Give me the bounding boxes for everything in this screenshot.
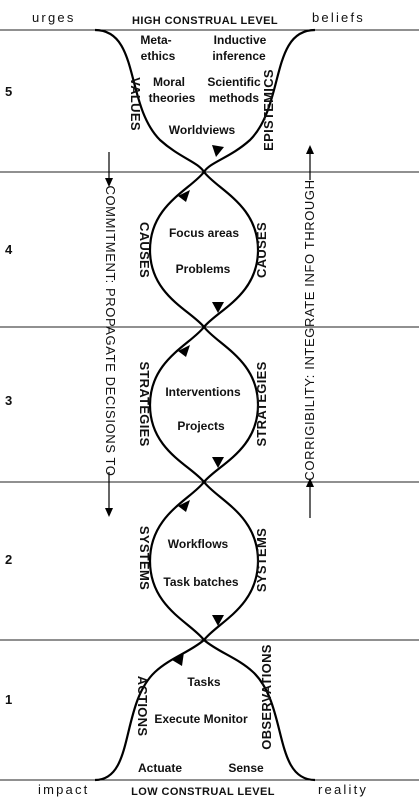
level-number-4: 4 (5, 242, 13, 257)
corrigibility-arrowhead-bottom (306, 478, 314, 487)
level2-item-1: Workflows (168, 537, 229, 551)
loop-2-right (203, 481, 260, 641)
commitment-flow-text: COMMITMENT: PROPAGATE DECISIONS TO (103, 185, 118, 476)
level1-right-side-label: OBSERVATIONS (259, 644, 274, 749)
level5-right-item-4: methods (209, 91, 259, 105)
level1-bottom-right-item: Sense (228, 761, 264, 775)
corner-top-right: beliefs (312, 10, 365, 25)
arrowhead-4-up (212, 302, 224, 313)
loop-3-left (148, 326, 205, 483)
corrigibility-arrowhead-top (306, 145, 314, 154)
level4-right-side-label: CAUSES (254, 222, 269, 278)
corner-top-left: urges (32, 10, 76, 25)
loop-2-left (148, 481, 205, 641)
flow-arrows (105, 145, 314, 518)
level4-item-1: Focus areas (169, 226, 239, 240)
arrowhead-2-up (212, 615, 224, 626)
level1-middle-item: Execute Monitor (154, 712, 248, 726)
arrowhead-1-down (172, 652, 184, 666)
level3-left-side-label: STRATEGIES (137, 361, 152, 446)
level5-left-item-1: Meta- (140, 33, 171, 47)
level-number-1: 1 (5, 692, 12, 707)
level3-item-2: Projects (177, 419, 225, 433)
level-number-5: 5 (5, 84, 12, 99)
corner-bottom-right: reality (318, 782, 368, 797)
level5-left-side-label: VALUES (128, 77, 143, 131)
level5-right-item-3: Scientific (207, 75, 261, 89)
level2-right-side-label: SYSTEMS (254, 528, 269, 592)
corrigibility-flow-text: CORRIGIBILITY: INTEGRATE INFO THROUGH (302, 179, 317, 480)
level5-right-side-label: EPISTEMICS (261, 69, 276, 151)
level5-left-item-2: ethics (141, 49, 176, 63)
loop-4-left (148, 171, 205, 328)
arrowhead-5-up (212, 145, 224, 157)
level5-left-item-3: Moral (153, 75, 185, 89)
corner-bottom-left: impact (38, 782, 90, 797)
level3-item-1: Interventions (165, 385, 241, 399)
level-number-2: 2 (5, 552, 12, 567)
loop-3-right (203, 326, 260, 483)
level4-left-side-label: CAUSES (137, 222, 152, 278)
funnel-bottom-left-curve (94, 639, 205, 782)
level5-right-item-2: inference (212, 49, 266, 63)
arrowhead-3-down (178, 345, 190, 357)
level5-left-item-4: theories (149, 91, 196, 105)
arrowhead-4-down (178, 190, 190, 202)
level-dividers (0, 29, 419, 781)
low-construal-label: LOW CONSTRUAL LEVEL (131, 786, 275, 798)
level1-left-side-label: ACTIONS (135, 676, 150, 737)
funnel-bottom-right-curve (203, 639, 316, 782)
level1-top-item: Tasks (187, 675, 220, 689)
arrowhead-2-down (178, 500, 190, 512)
level-number-3: 3 (5, 393, 12, 408)
level1-bottom-left-item: Actuate (138, 761, 182, 775)
commitment-arrowhead-top (105, 178, 113, 187)
level5-bottom-item: Worldviews (169, 123, 236, 137)
loop-4-right (203, 171, 260, 328)
funnel-left-curve (94, 28, 205, 173)
loop-arrowheads (172, 145, 224, 666)
level2-item-2: Task batches (163, 575, 238, 589)
high-construal-label: HIGH CONSTRUAL LEVEL (132, 15, 278, 27)
level5-right-item-1: Inductive (214, 33, 267, 47)
level2-left-side-label: SYSTEMS (137, 526, 152, 590)
arrowhead-3-up (212, 457, 224, 468)
level3-right-side-label: STRATEGIES (254, 361, 269, 446)
commitment-arrowhead-bottom (105, 508, 113, 517)
funnel-right-curve (203, 28, 316, 173)
level4-item-2: Problems (176, 262, 231, 276)
loop-curves (94, 28, 316, 782)
